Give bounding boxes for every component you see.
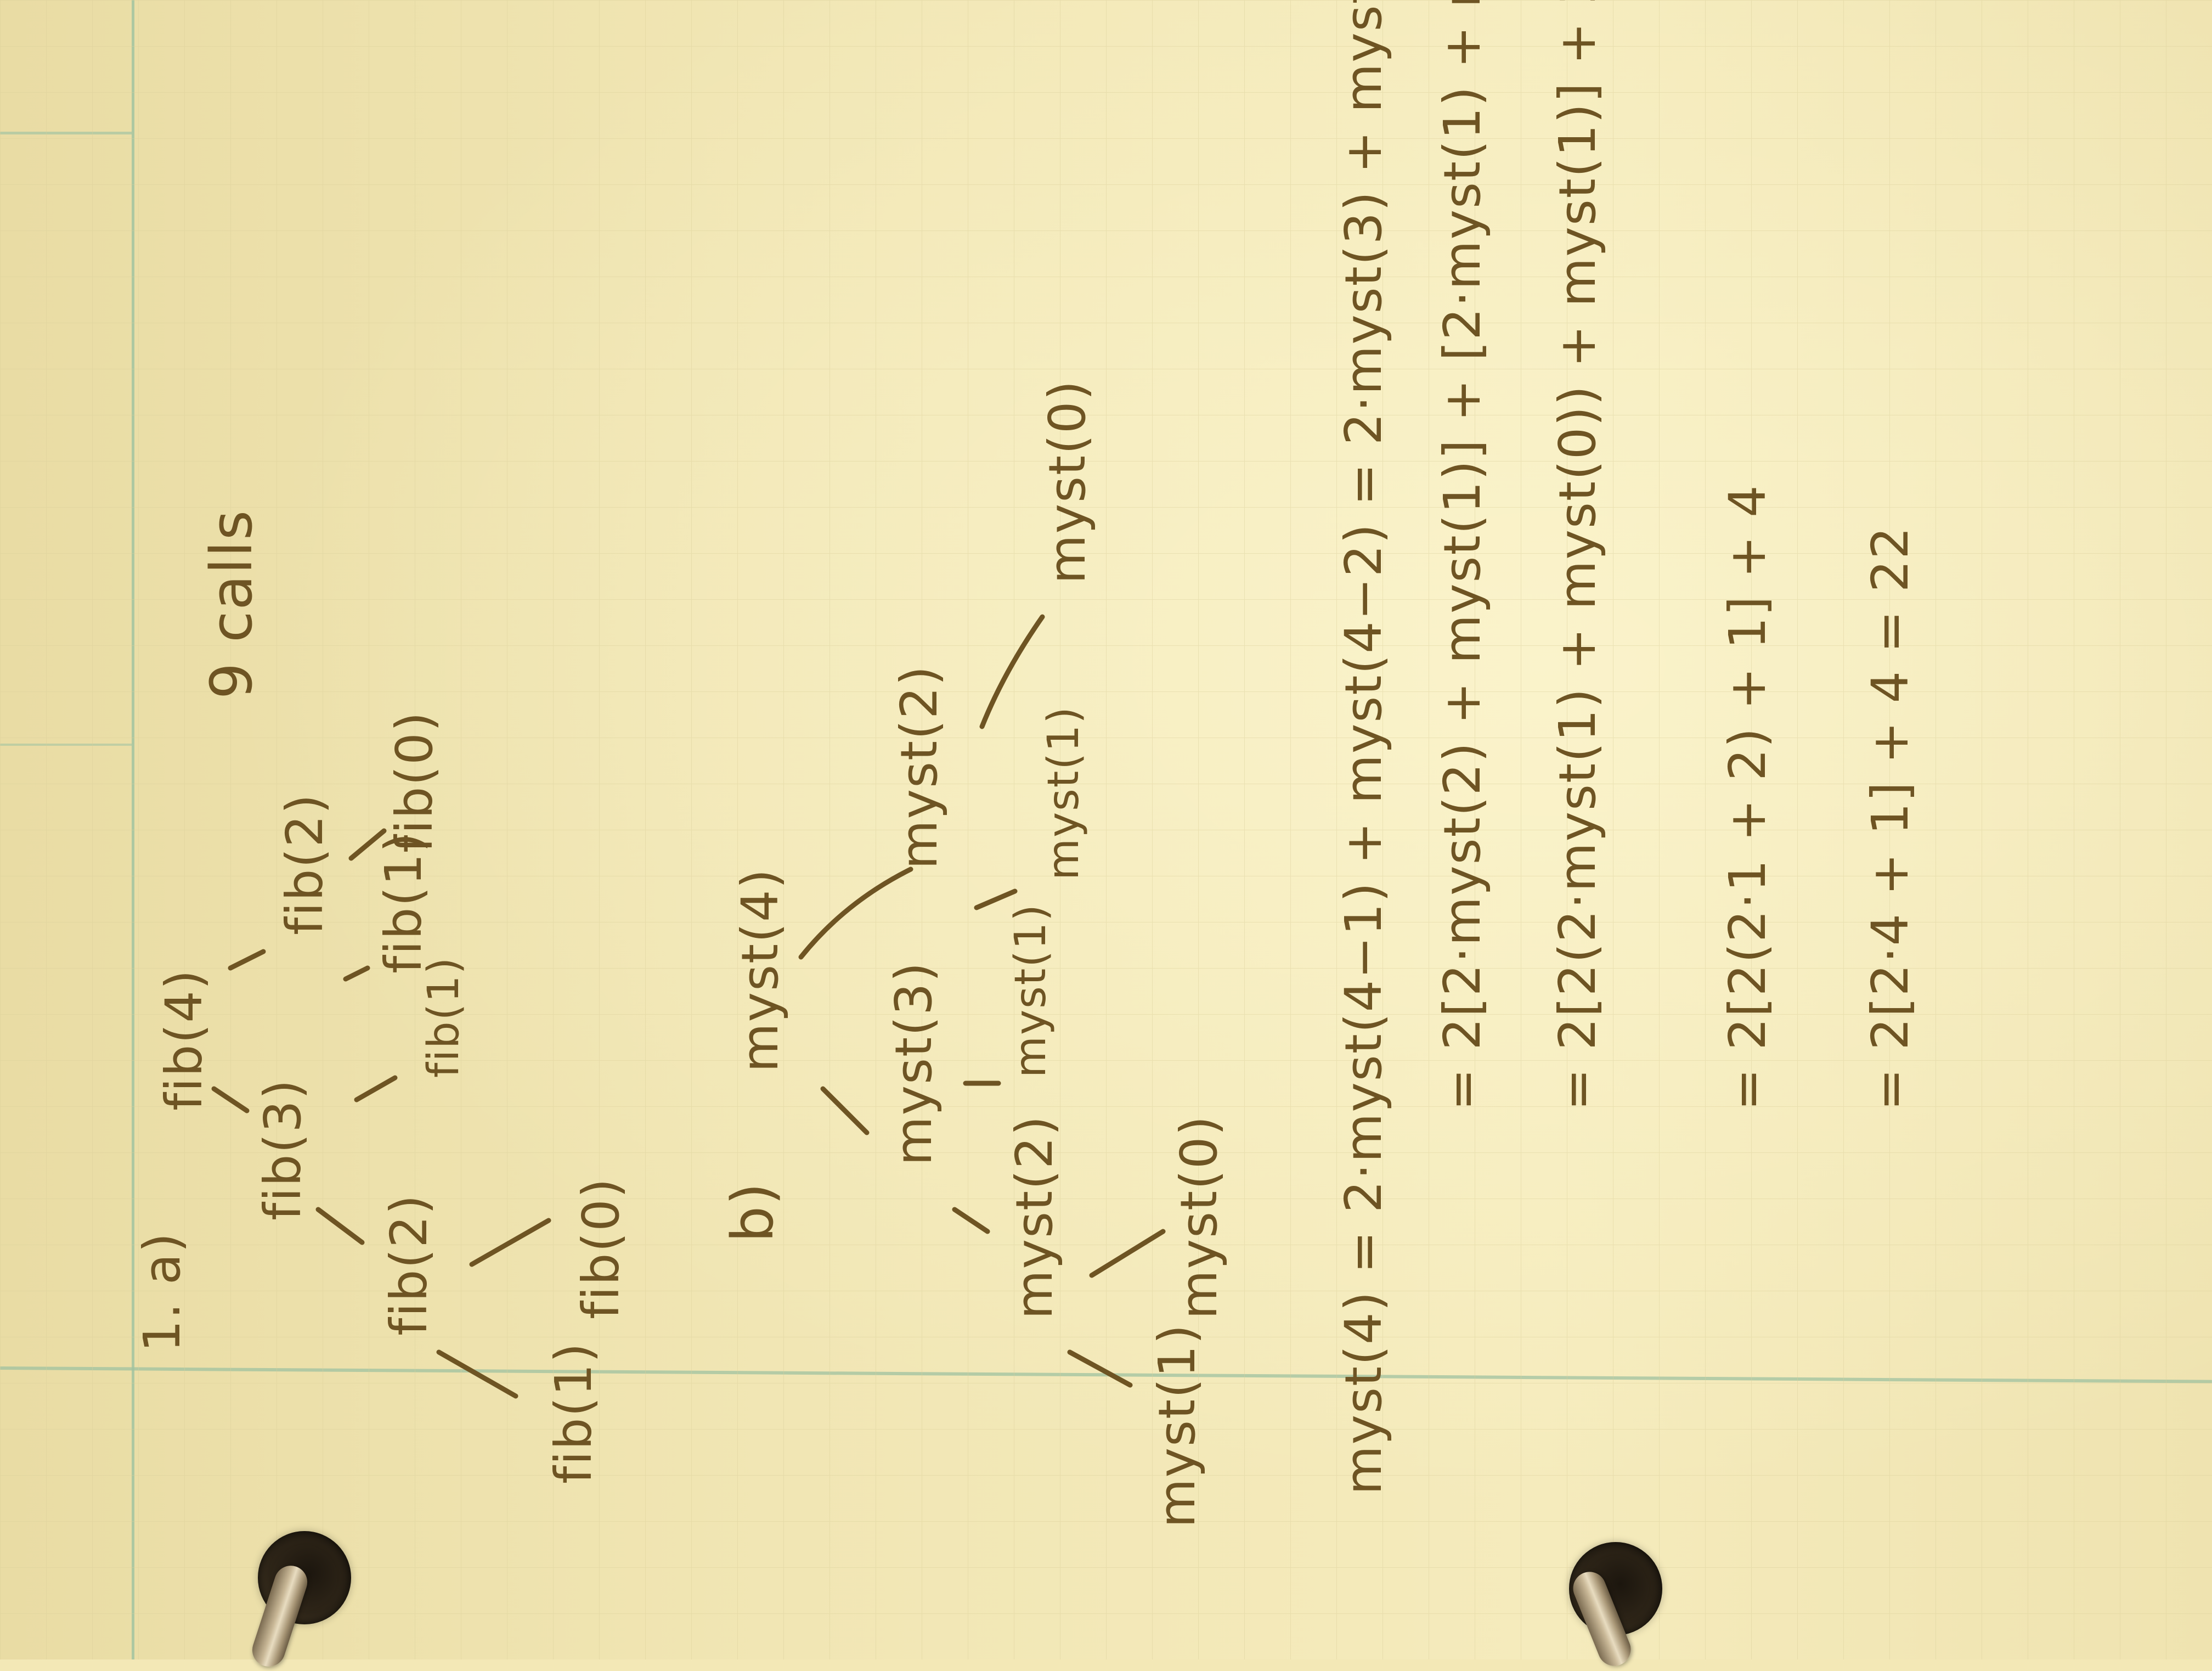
fib-branch-2-0a	[469, 1218, 551, 1267]
fib-branch-root-2	[228, 949, 266, 971]
fib-branch-2-0	[348, 828, 387, 861]
fib-branch-root-3	[211, 1086, 250, 1113]
myst-branch-3-2	[952, 1207, 990, 1234]
fib-branch-3-2	[315, 1207, 365, 1245]
myst-branch-2-1c	[1067, 1349, 1133, 1388]
fib-branch-2-1c	[436, 1349, 518, 1399]
myst-branch-2-0	[979, 614, 1045, 729]
myst-branch-2-0a	[1089, 1229, 1166, 1278]
myst-branch-root-2	[798, 867, 913, 960]
myst-branch-root-3	[820, 1086, 870, 1135]
fib-branch-3-1	[354, 1075, 398, 1102]
fib-branch-2-1	[343, 965, 370, 982]
myst-branch-2-1	[974, 888, 1018, 910]
